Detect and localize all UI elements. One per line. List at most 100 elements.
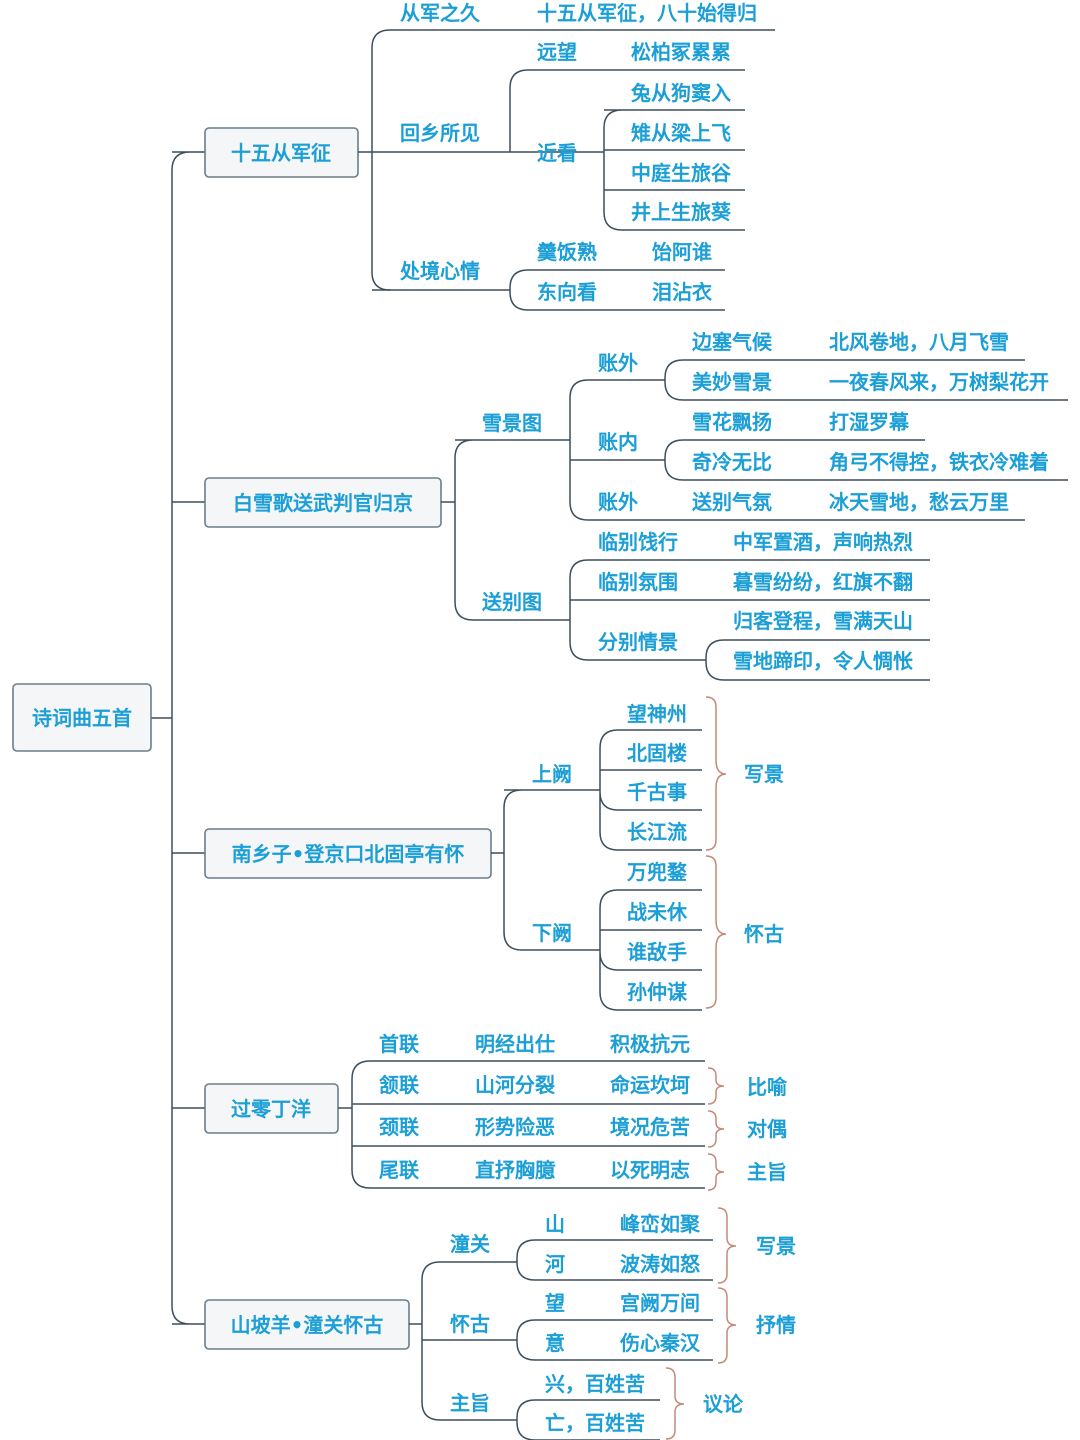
leaf-label: 北固楼 — [627, 741, 687, 765]
leaf-label: 北风卷地，八月飞雪 — [829, 330, 1009, 354]
leaf-label: 送别气氛 — [692, 490, 772, 514]
note-label: 写景 — [744, 762, 784, 786]
leaf-label: 雉从梁上飞 — [631, 121, 731, 145]
poem-3-connector — [491, 789, 600, 951]
row-label: 尾联 — [379, 1158, 419, 1182]
branch-label: 上阙 — [532, 762, 572, 786]
branch-label: 从军之久 — [400, 1, 481, 25]
row-b: 以死明志 — [610, 1158, 690, 1182]
branch-label: 潼关 — [450, 1232, 490, 1256]
leaf-label: 千古事 — [627, 780, 687, 804]
leaf-label: 河 — [545, 1252, 565, 1276]
poem-node-2-label: 白雪歌送武判官归京 — [233, 491, 413, 515]
leaf-label: 山 — [545, 1212, 565, 1236]
leaf-label: 谁敌手 — [627, 940, 687, 964]
note-label: 议论 — [703, 1392, 744, 1416]
trunk-connector — [151, 151, 205, 1325]
row-a: 山河分裂 — [475, 1073, 555, 1097]
connector — [664, 359, 1068, 401]
brace — [717, 1287, 737, 1364]
leaf-label: 东向看 — [537, 280, 597, 304]
leaf-label: 泪沾衣 — [652, 280, 712, 304]
branch-label: 处境心情 — [399, 259, 480, 283]
connector — [509, 69, 745, 231]
leaf-label: 饴阿谁 — [651, 240, 712, 264]
sub-label: 账外 — [598, 490, 638, 514]
poem-1-connector — [358, 29, 510, 291]
note-label: 主旨 — [747, 1160, 787, 1184]
brace — [665, 1367, 685, 1440]
branch-label: 雪景图 — [482, 411, 542, 435]
branch-label: 主旨 — [450, 1391, 490, 1415]
branch-label: 送别图 — [482, 590, 542, 614]
branch-label: 下阙 — [532, 921, 572, 945]
note-label: 对偶 — [747, 1117, 787, 1141]
leaf-label: 冰天雪地，愁云万里 — [829, 490, 1009, 514]
leaf-label: 打湿罗幕 — [829, 410, 910, 434]
connector — [516, 1239, 713, 1281]
leaf-label: 兴，百姓苦 — [545, 1372, 645, 1396]
poem-4-connector — [338, 1060, 705, 1189]
leaf-label: 亡，百姓苦 — [545, 1411, 645, 1435]
leaf-label: 十五从军征，八十始得归 — [537, 1, 757, 25]
connector — [569, 379, 1025, 521]
row-b: 积极抗元 — [610, 1032, 690, 1056]
connector — [664, 439, 1068, 481]
leaf-label: 井上生旅葵 — [631, 200, 732, 224]
leaf-label: 峰峦如聚 — [620, 1212, 701, 1236]
leaf-label: 万兜鍪 — [626, 860, 688, 884]
brace — [707, 1153, 725, 1191]
sub-label: 账外 — [598, 351, 638, 375]
row-label: 颔联 — [379, 1073, 419, 1097]
poem-2-connector — [441, 439, 570, 621]
branch-label: 怀古 — [450, 1312, 490, 1336]
sub-label: 临别饯行 — [598, 530, 678, 554]
leaf-label: 一夜春风来，万树梨花开 — [829, 370, 1049, 394]
note-label: 比喻 — [747, 1075, 788, 1099]
row-b: 命运坎坷 — [610, 1073, 690, 1097]
row-a: 直抒胸臆 — [475, 1158, 556, 1182]
leaf-label: 孙仲谋 — [627, 980, 688, 1004]
note-label: 写景 — [756, 1234, 796, 1258]
connector — [569, 559, 930, 661]
leaf-label: 奇冷无比 — [692, 450, 772, 474]
leaf-label: 中庭生旅谷 — [631, 161, 732, 185]
brace — [705, 696, 727, 851]
poem-node-1-label: 十五从军征 — [231, 141, 331, 165]
brace — [717, 1207, 737, 1284]
root-node-label: 诗词曲五首 — [32, 706, 132, 730]
leaf-label: 羹饭熟 — [537, 240, 597, 264]
leaf-label: 战未休 — [627, 900, 688, 924]
poem-5-connector — [409, 1261, 517, 1421]
leaf-label: 长江流 — [627, 820, 687, 844]
row-label: 颈联 — [379, 1115, 419, 1139]
leaf-label: 望 — [545, 1291, 565, 1315]
row-a: 形势险恶 — [475, 1115, 555, 1139]
leaf-label: 望神州 — [627, 702, 687, 726]
leaf-label: 美妙雪景 — [692, 370, 772, 394]
poem-node-5-label: 山坡羊•潼关怀古 — [231, 1313, 384, 1337]
leaf-label: 归客登程，雪满天山 — [733, 609, 913, 633]
row-label: 首联 — [379, 1032, 419, 1056]
leaf-label: 伤心秦汉 — [619, 1331, 701, 1355]
connector — [599, 729, 702, 851]
row-b: 境况危苦 — [610, 1115, 690, 1139]
poem-node-3-label: 南乡子•登京口北固亭有怀 — [232, 842, 465, 866]
connector — [599, 889, 702, 1011]
connector — [705, 639, 930, 681]
root-node — [12, 683, 152, 752]
row-a: 明经出仕 — [475, 1032, 555, 1056]
connector — [372, 269, 725, 311]
connector — [516, 1319, 713, 1361]
brace — [705, 855, 727, 1009]
leaf-label: 暮雪纷纷，红旗不翻 — [732, 570, 913, 594]
leaf-label: 雪地蹄印，令人惆怅 — [733, 649, 913, 673]
leaf-label: 宫阙万间 — [620, 1291, 700, 1315]
poem-node-4-label: 过零丁洋 — [231, 1097, 311, 1121]
sub-label: 分别情景 — [598, 630, 678, 654]
leaf-label: 波涛如怒 — [620, 1252, 700, 1276]
sub-label: 临别氛围 — [598, 570, 678, 594]
leaf-label: 边塞气候 — [691, 330, 773, 354]
leaf-label: 意 — [545, 1331, 565, 1355]
